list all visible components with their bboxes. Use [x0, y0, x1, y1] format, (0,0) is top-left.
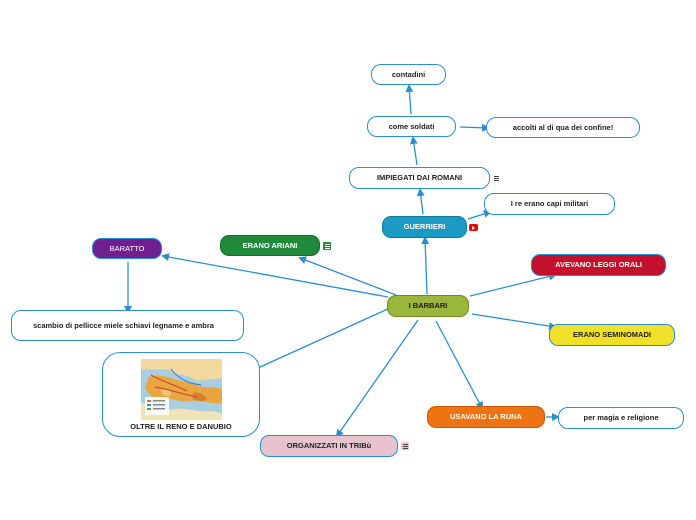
node-magia-label: per magia e religione — [583, 413, 659, 423]
node-seminomadi[interactable]: ERANO SEMINOMADI — [549, 324, 675, 346]
node-leggi-orali-label: AVEVANO LEGGI ORALI — [555, 260, 642, 270]
node-baratto-label: BARATTO — [109, 243, 145, 253]
node-baratto[interactable]: BARATTO — [92, 238, 162, 259]
link-center-organizzati — [335, 319, 419, 438]
node-scambio-label: scambio di pellicce miele schiavi legnam… — [33, 320, 214, 330]
node-contadini-label: contadini — [391, 69, 426, 79]
node-seminomadi-label: ERANO SEMINOMADI — [573, 330, 651, 340]
note-icon[interactable] — [401, 442, 409, 450]
center-label: I BARBARI — [408, 301, 448, 311]
node-leggi-orali[interactable]: AVEVANO LEGGI ORALI — [531, 254, 666, 276]
link-center-baratto — [161, 253, 389, 298]
node-accolti-label: accolti al di qua dei confine! — [512, 122, 614, 132]
link-impiegati-soldati — [409, 136, 418, 166]
node-guerrieri-label: GUERRIERI — [403, 222, 446, 232]
node-magia[interactable]: per magia e religione — [558, 407, 684, 429]
note-icon[interactable] — [492, 174, 500, 182]
node-contadini[interactable]: contadini — [371, 64, 446, 85]
link-center-guerrieri — [421, 236, 430, 295]
node-usavano-runa-label: USAVANO LA RUNA — [450, 412, 522, 422]
node-erano-ariani[interactable]: ERANO ARIANI — [220, 235, 320, 256]
node-capi-militari[interactable]: I re erano capi militari — [484, 193, 615, 215]
link-center-runa — [435, 320, 483, 410]
link-soldati-accolti — [459, 123, 490, 132]
node-oltre-reno-label: OLTRE IL RENO E DANUBIO — [130, 421, 232, 431]
node-scambio[interactable]: scambio di pellicce miele schiavi legnam… — [11, 310, 244, 341]
link-guerrieri-capi — [467, 210, 492, 220]
link-soldati-contadini — [405, 84, 414, 115]
youtube-icon[interactable] — [469, 224, 478, 231]
note-icon[interactable] — [323, 242, 331, 250]
link-center-leggi — [469, 272, 557, 297]
node-come-soldati-label: come soldati — [388, 121, 435, 131]
node-organizzati-label: ORGANIZZATI IN TRIBù — [286, 441, 372, 451]
node-usavano-runa[interactable]: USAVANO LA RUNA — [427, 406, 545, 428]
node-erano-ariani-label: ERANO ARIANI — [242, 240, 298, 250]
map-image — [141, 359, 222, 420]
link-center-oltre — [257, 307, 391, 369]
node-impiegati-romani[interactable]: IMPIEGATI DAI ROMANI — [349, 167, 490, 189]
node-organizzati[interactable]: ORGANIZZATI IN TRIBù — [260, 435, 398, 457]
link-center-ariani — [298, 256, 397, 296]
node-accolti[interactable]: accolti al di qua dei confine! — [486, 117, 640, 138]
link-center-seminomadi — [471, 313, 557, 331]
node-capi-militari-label: I re erano capi militari — [510, 199, 589, 209]
node-guerrieri[interactable]: GUERRIERI — [382, 216, 467, 238]
node-come-soldati[interactable]: come soldati — [367, 116, 456, 137]
center-node[interactable]: I BARBARI — [387, 295, 469, 317]
link-guerrieri-impiegati — [416, 188, 425, 215]
node-impiegati-romani-label: IMPIEGATI DAI ROMANI — [376, 173, 463, 183]
